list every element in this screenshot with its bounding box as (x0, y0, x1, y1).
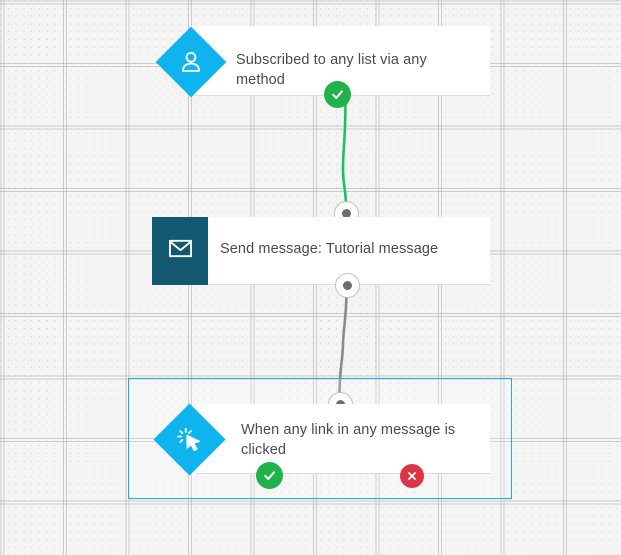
node-label: When any link in any message is clicked (241, 422, 456, 458)
node-shape-diamond[interactable] (155, 26, 227, 98)
click-cursor-icon (164, 414, 215, 465)
close-icon (408, 472, 416, 480)
node-card[interactable] (196, 404, 490, 474)
port-core (343, 281, 352, 290)
node-shape-diamond[interactable] (153, 403, 226, 476)
node-label: Send message: Tutorial message (220, 241, 439, 257)
node-shape-square[interactable] (152, 217, 208, 285)
check-icon (332, 90, 343, 99)
check-icon (264, 471, 275, 480)
status-badge-success[interactable] (256, 462, 283, 489)
envelope-icon (167, 235, 194, 267)
status-badge-error[interactable] (400, 464, 424, 488)
workflow-node-condition-link-clicked[interactable]: When any link in any message is clicked (153, 403, 490, 489)
status-badge-success[interactable] (324, 81, 351, 108)
node-card[interactable] (152, 217, 490, 285)
workflow-node-action-send-message[interactable]: Send message: Tutorial message (152, 217, 490, 287)
person-icon (166, 37, 216, 87)
node-label: Subscribed to any list via any method (236, 52, 427, 88)
node-output-port[interactable] (335, 273, 360, 298)
connector-trigger-to-action[interactable] (341, 98, 348, 208)
port-core (342, 209, 351, 218)
workflow-node-trigger-subscribed[interactable]: Subscribed to any list via any method (150, 26, 490, 108)
